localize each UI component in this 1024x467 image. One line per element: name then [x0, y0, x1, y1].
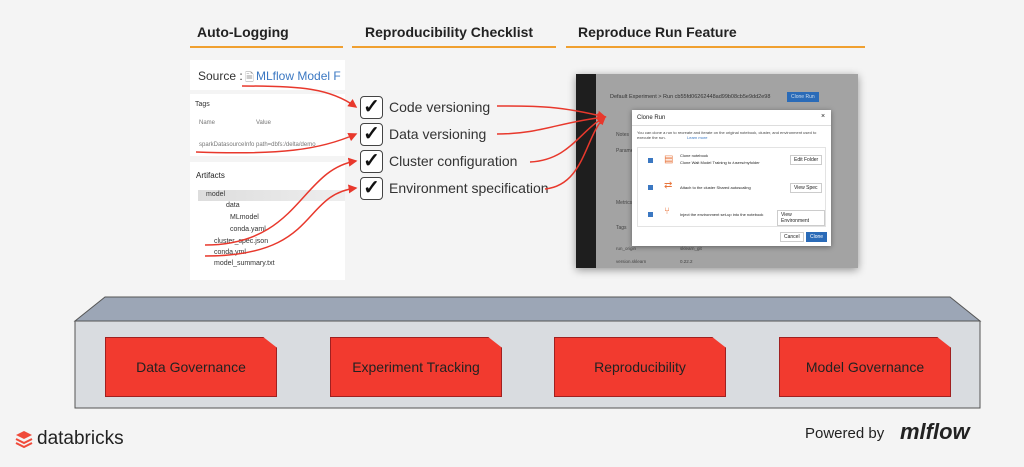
tree-item[interactable]: MLmodel [230, 214, 259, 221]
source-link[interactable]: MLflow Model F [256, 69, 341, 83]
clone-run-screenshot: Default Experiment > Run cb55fd06262448a… [576, 74, 858, 268]
checkbox-icon: ✓ [360, 150, 383, 173]
header-underline [190, 46, 343, 48]
tag-name: sparkDatasourceInfo [199, 142, 255, 148]
view-environment-button[interactable]: View Environment [777, 210, 825, 226]
option-text: Clone notebook [680, 153, 709, 158]
arrow [204, 157, 358, 246]
modal-description: You can clone a run to recreate and iter… [637, 130, 817, 140]
source-panel: Source : 🗎 MLflow Model F [190, 60, 345, 90]
cluster-icon: ⇄ [664, 180, 673, 191]
bg-label: run_origin [616, 246, 637, 251]
tree-item[interactable]: cluster_spec.json [214, 238, 269, 245]
pillar-model-governance: Model Governance [779, 337, 951, 397]
file-icon: 🗎 [245, 72, 254, 84]
checkbox[interactable] [648, 158, 653, 163]
checkbox-icon: ✓ [360, 177, 383, 200]
bg-label: Tags [616, 225, 627, 231]
edit-folder-button[interactable]: Edit Folder [790, 155, 823, 165]
tree-item[interactable]: conda.yml [214, 249, 246, 256]
view-spec-button[interactable]: View Spec [790, 183, 822, 193]
environment-icon: ⑂ [664, 206, 670, 217]
tags-title: Tags [195, 101, 210, 108]
checkbox-icon: ✓ [360, 96, 383, 119]
arrow [544, 115, 607, 190]
notebook-icon: ▤ [664, 154, 674, 165]
clone-run-modal: Clone Run × You can clone a run to recre… [632, 110, 831, 246]
tree-item[interactable]: data [226, 202, 240, 209]
arrow [204, 184, 358, 257]
clone-run-button[interactable]: Clone Run [787, 92, 819, 102]
checklist-item: Code versioning [389, 99, 491, 115]
bg-label: Notes [616, 132, 630, 138]
checkbox[interactable] [648, 212, 653, 217]
learn-more-link[interactable]: Learn more [687, 135, 708, 140]
bg-label: 0.22.2 [680, 259, 693, 264]
cancel-button[interactable]: Cancel [780, 232, 804, 242]
bg-label: Metrics [616, 200, 633, 206]
tree-selected-bg [198, 190, 345, 201]
pillar-data-governance: Data Governance [105, 337, 277, 397]
breadcrumb: Default Experiment > Run cb55fd06262448a… [610, 94, 771, 100]
mlflow-logo: mlflow [900, 419, 970, 444]
arrow [195, 132, 358, 154]
header-auto-logging: Auto-Logging [197, 24, 289, 40]
divider [632, 125, 831, 126]
pillar-experiment-tracking: Experiment Tracking [330, 337, 502, 397]
bg-label: version.sklearn [616, 259, 647, 264]
checklist-item: Data versioning [389, 126, 487, 142]
header-underline [352, 46, 556, 48]
platform-top [73, 296, 982, 322]
arrow [496, 113, 607, 135]
tree-item[interactable]: model [206, 191, 226, 198]
tree-item[interactable]: model_summary.txt [214, 260, 275, 267]
header-underline [566, 46, 865, 48]
header-reproduce: Reproduce Run Feature [578, 24, 737, 40]
pillar-reproducibility: Reproducibility [554, 337, 726, 397]
header-checklist: Reproducibility Checklist [365, 24, 534, 40]
source-label: Source : [198, 69, 243, 83]
option-sub: Clone Wait Model Training to /users/myfo… [680, 160, 760, 165]
clone-button[interactable]: Clone [806, 232, 828, 242]
option-text: Attach to the cluster Shared autoscaling [680, 185, 751, 190]
arrow [496, 105, 607, 120]
checklist-item: Environment specification [389, 180, 549, 196]
checkbox[interactable] [648, 185, 653, 190]
close-icon[interactable]: × [821, 113, 826, 120]
tag-value: path=dbfs:/delta/demo [256, 142, 316, 148]
modal-title: Clone Run [637, 115, 666, 121]
artifacts-title: Artifacts [196, 171, 225, 180]
arrow [241, 85, 358, 108]
databricks-brand: databricks [37, 428, 124, 449]
col-value: Value [256, 120, 271, 126]
sidebar [576, 74, 596, 268]
checklist-item: Cluster configuration [389, 153, 518, 169]
option-text: Inject the environment set-up into the n… [680, 212, 764, 217]
databricks-logo-icon [15, 430, 33, 450]
powered-by-label: Powered by [805, 425, 885, 442]
col-name: Name [199, 120, 216, 126]
bg-label: Parameters [616, 148, 642, 154]
options-box: ▤ Clone notebook Clone Wait Model Traini… [637, 147, 826, 227]
tree-item[interactable]: conda.yaml [230, 226, 266, 233]
checkbox-icon: ✓ [360, 123, 383, 146]
bg-label: sklearn_git [680, 246, 702, 251]
